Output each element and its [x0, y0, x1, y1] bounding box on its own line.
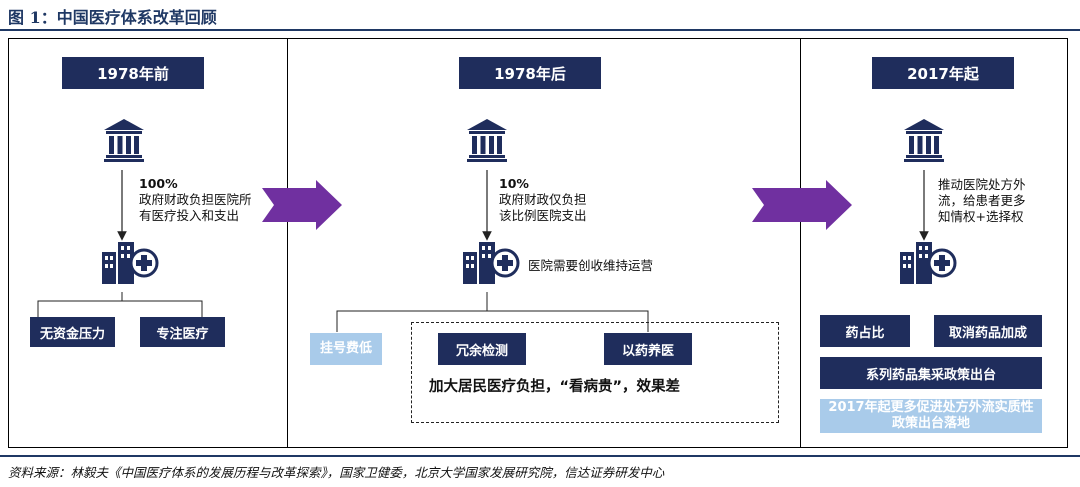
hospital-plus-icon: [463, 242, 520, 284]
funding-text-line2: 有医疗投入和支出: [139, 208, 240, 223]
no-funding-pressure-box: 无资金压力: [30, 317, 115, 347]
source-note: 资料来源：林毅夫《中国医疗体系的发展历程与改革探索》，国家卫健委，北京大学国家发…: [8, 465, 665, 480]
panel-3-header: 2017年起: [872, 57, 1014, 89]
prescription-outflow-line2: 政策出台落地: [891, 416, 970, 431]
low-registration-fee-box: 挂号费低: [310, 333, 382, 365]
panel-after-1978: [287, 38, 802, 448]
cancel-drug-markup-box: 取消药品加成: [934, 315, 1042, 347]
bank-building-icon: [467, 119, 507, 162]
chevron-arrow-icon: [752, 180, 852, 230]
policy-text-line2: 流，给患者更多: [938, 193, 1026, 208]
focus-medical-box: 专注医疗: [140, 317, 225, 347]
hospital-plus-icon: [102, 242, 159, 284]
outcome-dashed-frame: [411, 322, 779, 423]
policy-text-line3: 知情权+选择权: [938, 209, 1024, 224]
funding-percent: 10%: [499, 176, 529, 191]
drug-ratio-box: 药占比: [820, 315, 910, 347]
panel-before-1978: [8, 38, 289, 448]
prescription-outflow-line1: 2017年起更多促进处方外流实质性: [828, 400, 1034, 415]
policy-text-line1: 推动医院处方外: [938, 177, 1026, 192]
hospital-plus-icon: [900, 242, 957, 284]
footer-rule: [0, 455, 1080, 457]
bank-building-icon: [904, 119, 944, 162]
panel-2-header: 1978年后: [459, 57, 601, 89]
title-rule: [0, 29, 1080, 31]
funding-text-line1: 政府财政仅负担: [499, 192, 587, 207]
figure-title: 图 1：中国医疗体系改革回顾: [8, 8, 217, 27]
funding-percent: 100%: [139, 176, 178, 191]
chevron-arrow-icon: [262, 180, 342, 230]
funding-text-line1: 政府财政负担医院所: [139, 192, 252, 207]
funding-text-line2: 该比例医院支出: [499, 208, 587, 223]
panel-1-header: 1978年前: [62, 57, 204, 89]
bank-building-icon: [104, 119, 144, 162]
prescription-outflow-box: 2017年起更多促进处方外流实质性 政策出台落地: [820, 399, 1042, 433]
burden-conclusion: 加大居民医疗负担，“看病贵”，效果差: [429, 379, 681, 395]
drug-funded-hospital-box: 以药养医: [604, 333, 692, 365]
redundant-tests-box: 冗余检测: [438, 333, 526, 365]
volume-procurement-box: 系列药品集采政策出台: [820, 357, 1042, 389]
hospital-note: 医院需要创收维持运营: [528, 258, 654, 273]
